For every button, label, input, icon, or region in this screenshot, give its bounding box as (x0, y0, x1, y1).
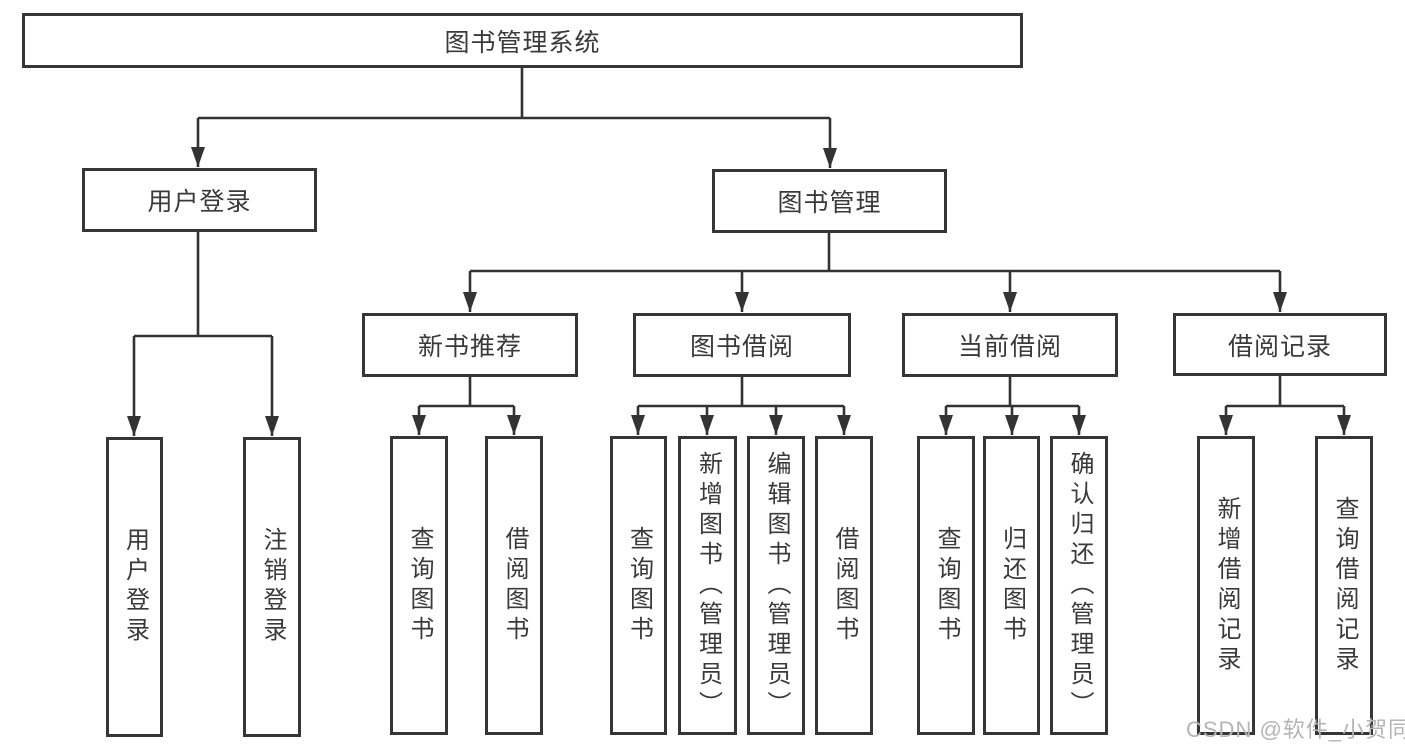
node-new-book-recommendation: 新书推荐 (362, 313, 578, 377)
leaf-add-borrow-record: 新增借阅记录 (1197, 436, 1255, 735)
leaf-query-books-nbr: 查询图书 (390, 436, 448, 735)
leaf-add-books-admin: 新增图书（管理员） (678, 436, 737, 735)
leaf-borrow-books-bb: 借阅图书 (815, 436, 873, 735)
leaf-query-books-cb: 查询图书 (917, 436, 975, 735)
node-current-borrowing: 当前借阅 (902, 313, 1118, 377)
node-book-borrowing: 图书借阅 (633, 313, 851, 377)
leaf-edit-books-admin: 编辑图书（管理员） (747, 436, 805, 735)
node-book-management-branch: 图书管理 (712, 169, 947, 233)
leaf-confirm-return-admin: 确认归还（管理员） (1050, 436, 1108, 735)
node-user-login-branch: 用户登录 (82, 168, 317, 232)
node-library-management-system: 图书管理系统 (22, 13, 1023, 68)
node-borrowing-records: 借阅记录 (1173, 313, 1387, 376)
csdn-watermark: CSDN @软件_小贺同学 (1186, 717, 1405, 742)
leaf-query-books-bb: 查询图书 (610, 436, 667, 735)
leaf-query-borrow-record: 查询借阅记录 (1315, 436, 1373, 735)
leaf-user-login: 用户登录 (106, 437, 163, 737)
leaf-return-books: 归还图书 (983, 436, 1040, 735)
leaf-borrow-books-nbr: 借阅图书 (485, 436, 543, 735)
leaf-logout: 注销登录 (243, 437, 301, 737)
